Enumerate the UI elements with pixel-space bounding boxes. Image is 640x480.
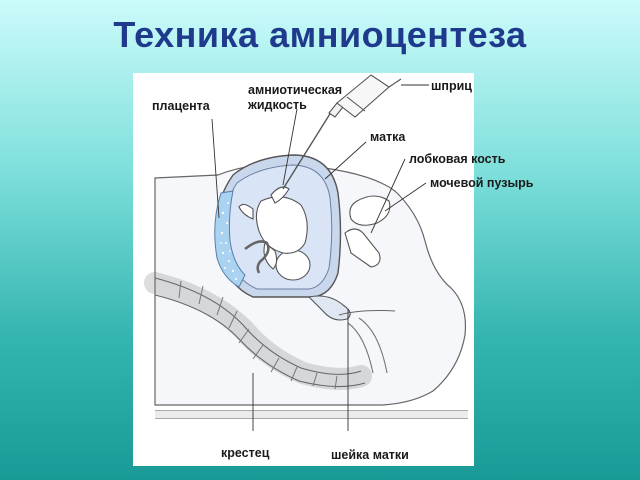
label-cervix: шейка матки <box>331 448 409 462</box>
label-syringe: шприц <box>431 79 472 93</box>
cervix <box>307 295 351 321</box>
label-amniotic-fluid-line2: жидкость <box>248 98 307 112</box>
bladder <box>349 195 391 226</box>
label-sacrum: крестец <box>221 446 270 460</box>
label-uterus: матка <box>370 130 406 144</box>
syringe <box>282 74 402 190</box>
amniocentesis-diagram: плацента амниотическая жидкость шприц ма… <box>133 73 533 466</box>
label-placenta: плацента <box>152 99 210 113</box>
fetus <box>238 186 311 281</box>
label-pubic-bone: лобковая кость <box>409 152 506 166</box>
placenta <box>214 190 246 288</box>
slide-title: Техника амниоцентеза <box>113 14 527 55</box>
pubic-bone <box>344 228 381 268</box>
label-bladder: мочевой пузырь <box>430 176 534 190</box>
label-amniotic-fluid-line1: амниотическая <box>248 83 343 97</box>
anatomy-illustration <box>144 74 468 431</box>
